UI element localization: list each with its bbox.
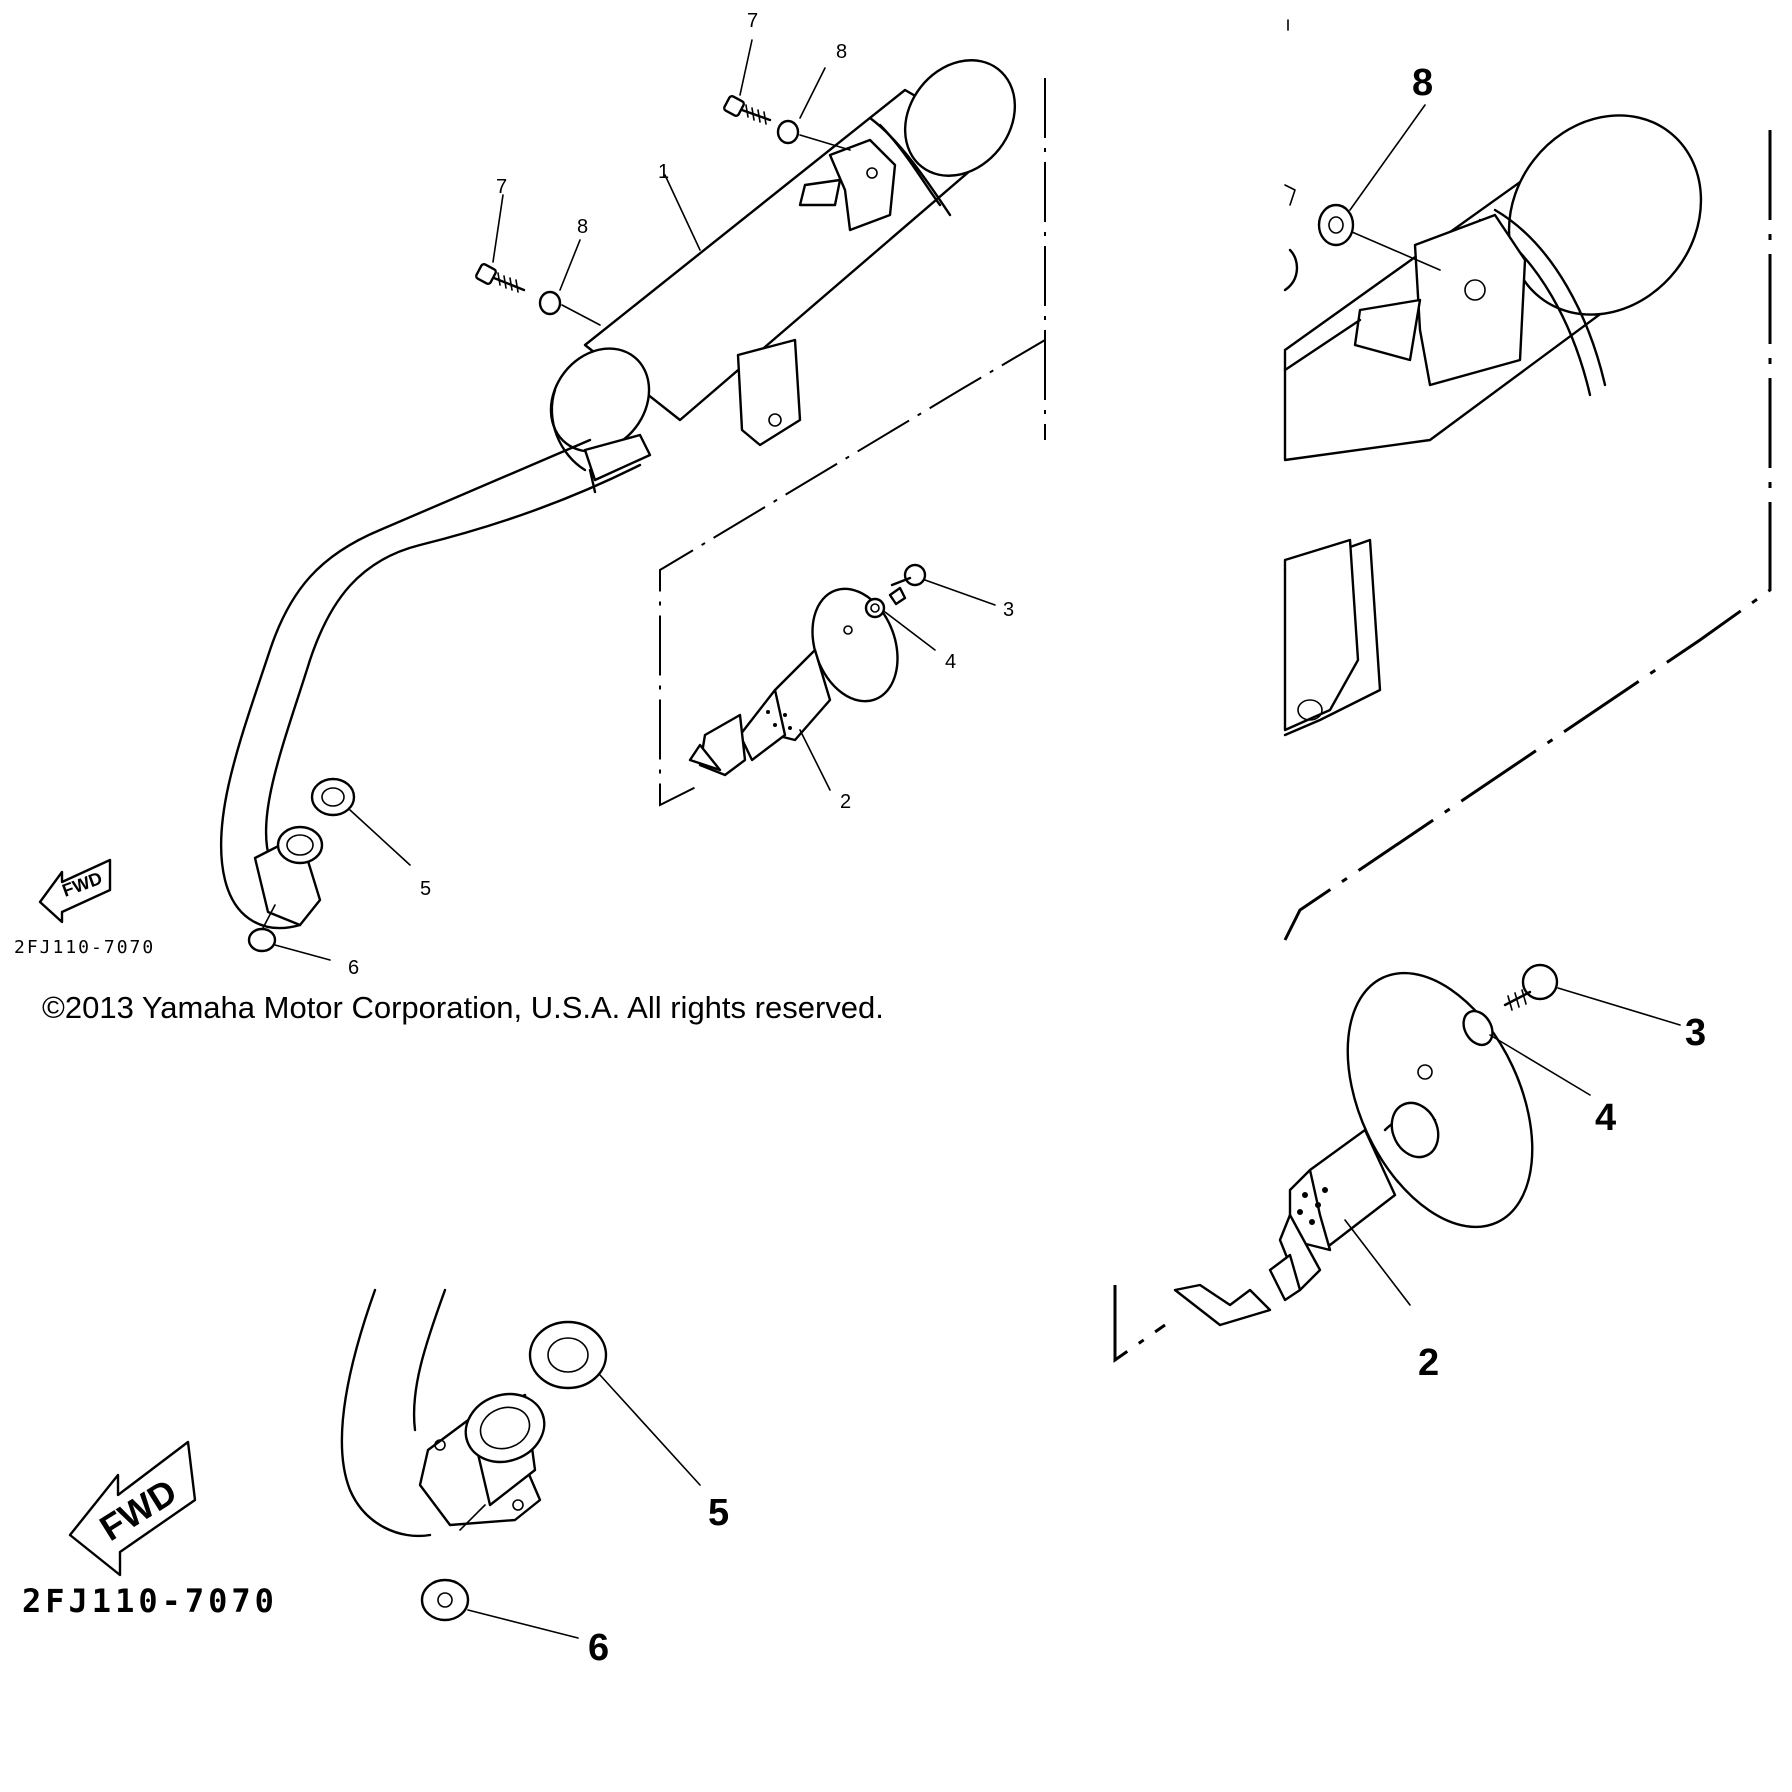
reference-frame: [659, 78, 1046, 807]
zoom-part-code: 2FJ110-7070: [22, 1582, 278, 1620]
zoom-flange: 5 6 FWD 2FJ110-7070: [22, 1288, 729, 1669]
spark-arrester: [688, 563, 996, 791]
main-diagram: FWD 7 8 1 7 8 3 4 2 5 6 2FJ110-7070: [14, 10, 1046, 979]
zoom-callout-6: 6: [588, 1627, 609, 1669]
gasket-part: [310, 777, 411, 866]
zoom-callout-3: 3: [1685, 1012, 1706, 1054]
zoom-callout-8: 8: [1412, 62, 1433, 104]
callout-4: 4: [945, 651, 956, 673]
part-code: 2FJ110-7070: [14, 937, 155, 958]
zoom-spark-arrester: 2 4 3: [1113, 963, 1706, 1384]
bolts-washers: [475, 39, 851, 326]
zoom-callout-2: 2: [1418, 1342, 1439, 1384]
nut-part: [247, 904, 331, 961]
zoom-muffler: 8: [1283, 19, 1772, 941]
callout-7-top: 7: [747, 10, 758, 32]
zoom-callout-5: 5: [708, 1492, 729, 1534]
callout-8-top: 8: [836, 41, 847, 63]
exhaust-flange: [253, 825, 324, 927]
zoom-callout-4: 4: [1595, 1097, 1616, 1139]
muffler: [549, 59, 1017, 472]
callout-5: 5: [420, 878, 431, 900]
callout-8-left: 8: [577, 216, 588, 238]
callout-6: 6: [348, 957, 359, 979]
fwd-arrow: FWD: [38, 858, 112, 924]
callout-3: 3: [1003, 599, 1014, 621]
exhaust-pipe: [219, 433, 652, 930]
zoom-fwd-arrow: FWD: [68, 1440, 197, 1577]
callout-1: 1: [658, 161, 669, 183]
callout-2: 2: [840, 791, 851, 813]
copyright-notice: ©2013 Yamaha Motor Corporation, U.S.A. A…: [42, 990, 884, 1025]
callout-7-left: 7: [496, 176, 507, 198]
